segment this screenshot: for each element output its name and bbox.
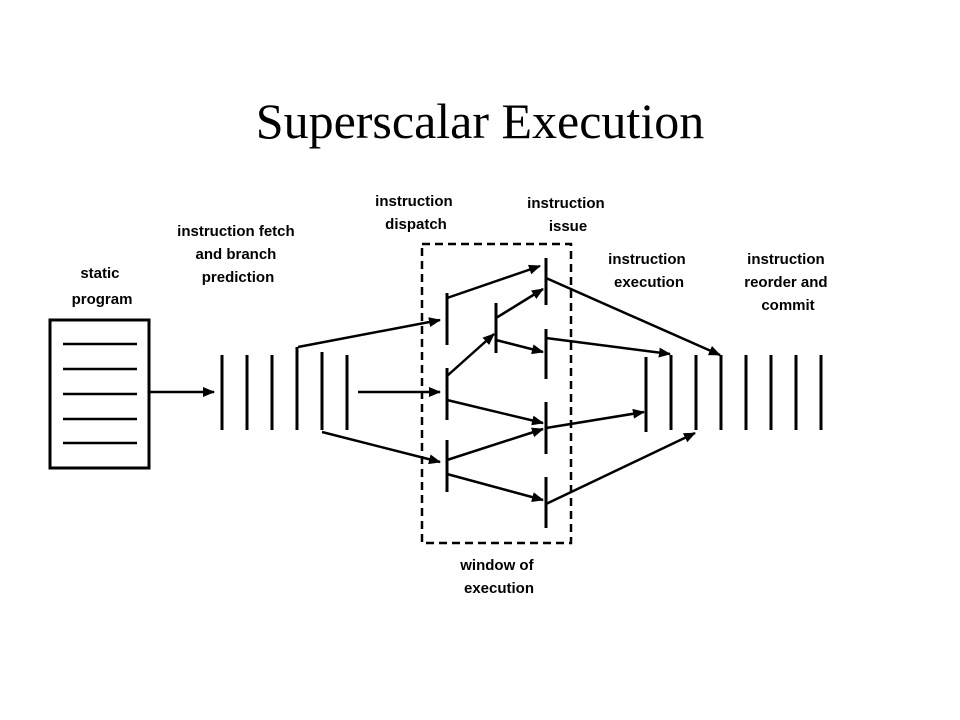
label-dispatch-line2: dispatch (385, 216, 447, 233)
label-issue-line1: instruction (527, 195, 605, 212)
label-fetch-line3: prediction (202, 269, 275, 286)
label-issue: instruction issue (527, 195, 609, 235)
label-dispatch: instruction dispatch (375, 193, 457, 233)
label-static-line1: static (80, 265, 119, 282)
label-window-line2: execution (464, 580, 534, 597)
slide-title: Superscalar Execution (255, 93, 705, 149)
label-window-line1: window of (459, 557, 534, 574)
label-commit-line1: instruction (747, 251, 825, 268)
label-fetch: instruction fetch and branch prediction (177, 223, 299, 286)
commit-buffer (644, 355, 823, 432)
label-commit-line2: reorder and (744, 274, 827, 291)
arrow-fetch-to-dispatch-bottom (321, 430, 441, 465)
flow-arrows (150, 264, 721, 506)
issue-stage (494, 258, 548, 528)
label-execution: instruction execution (608, 251, 690, 291)
label-commit-line3: commit (761, 297, 814, 314)
label-window: window of execution (459, 557, 538, 597)
static-program-box (48, 318, 151, 470)
label-commit: instruction reorder and commit (744, 251, 832, 314)
label-fetch-line1: instruction fetch (177, 223, 295, 240)
window-of-execution-box (420, 242, 573, 545)
label-execution-line1: instruction (608, 251, 686, 268)
label-dispatch-line1: instruction (375, 193, 453, 210)
label-static-line2: program (72, 291, 133, 308)
label-fetch-line2: and branch (195, 246, 276, 263)
label-execution-line2: execution (614, 274, 684, 291)
label-static-program: static program (72, 265, 133, 308)
arrow-fetch-to-dispatch-top (297, 317, 441, 349)
fetch-buffer (220, 347, 349, 430)
label-issue-line2: issue (549, 218, 587, 235)
